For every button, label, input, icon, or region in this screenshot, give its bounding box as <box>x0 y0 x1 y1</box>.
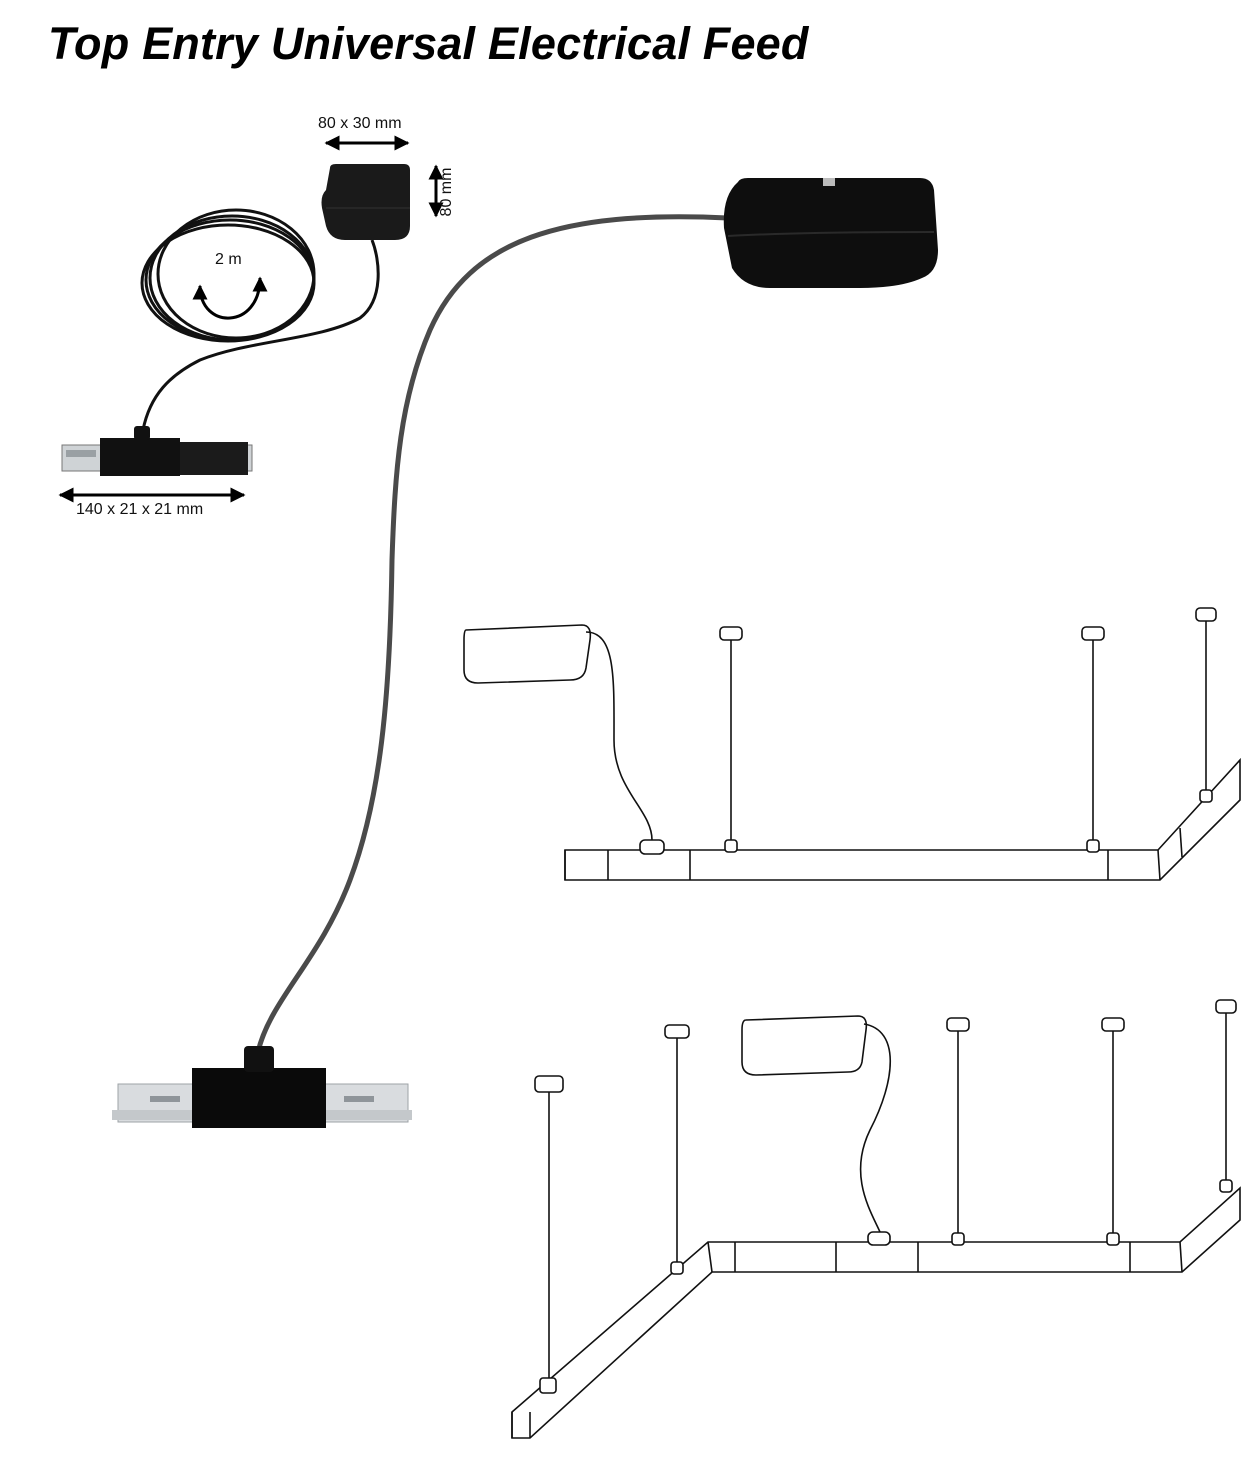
small-product-photo <box>61 164 410 476</box>
small-track-connector <box>61 426 253 476</box>
connector-size-label: 140 x 21 x 21 mm <box>76 501 204 518</box>
installation-diagram-straight <box>463 607 1241 881</box>
connection-cable <box>141 239 380 431</box>
cable-length-arrow-icon <box>192 276 268 320</box>
box-height-label: 80 mm <box>438 167 455 217</box>
box-width-depth-label: 80 x 30 mm <box>318 115 402 132</box>
page-title: Top Entry Universal Electrical Feed <box>48 18 809 69</box>
large-canopy-box <box>723 178 938 288</box>
large-track-connector <box>112 1046 412 1128</box>
long-power-cable <box>255 214 729 1053</box>
installation-diagram-corner <box>511 999 1241 1439</box>
cable-length-label: 2 m <box>215 251 242 268</box>
small-canopy-box <box>321 164 410 240</box>
coiled-cable <box>140 208 316 343</box>
